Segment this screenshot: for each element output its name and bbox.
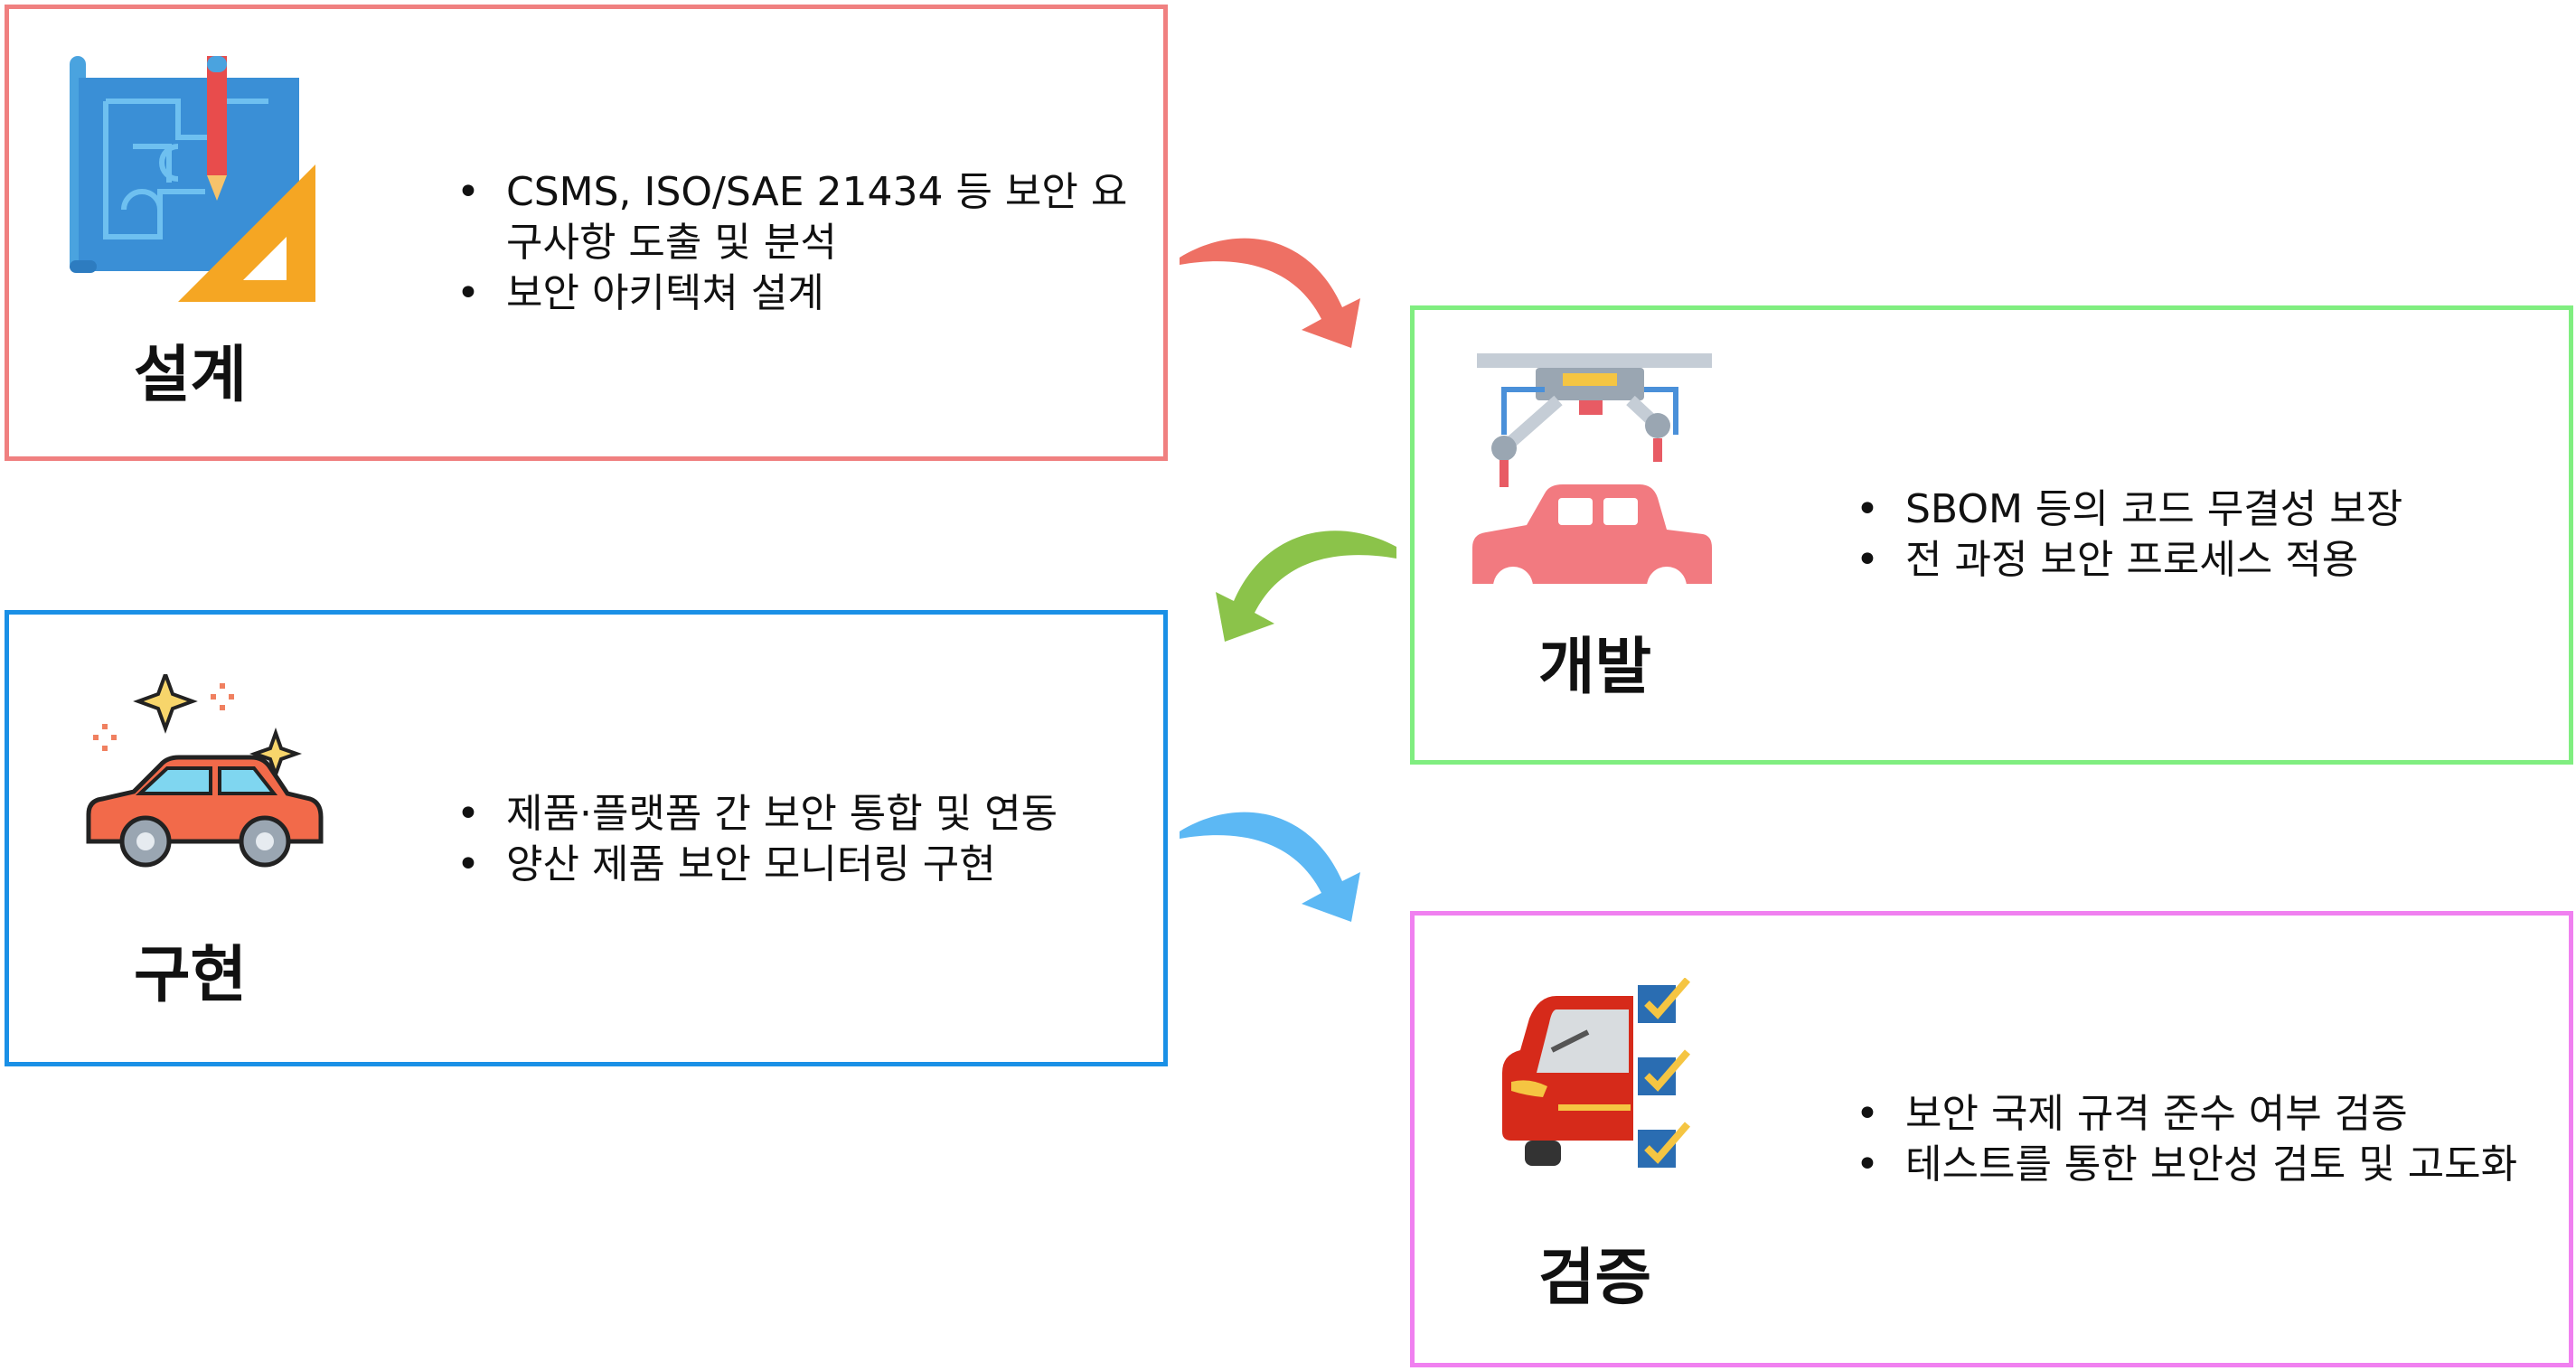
shiny-car-icon xyxy=(84,669,326,871)
development-stage-title: 개발 xyxy=(1538,632,1652,703)
verification-bullet-list: 보안 국제 규격 준수 여부 검증 테스트를 통한 보안성 검토 및 고도화 xyxy=(1856,1089,2561,1190)
list-item: 제품·플랫폼 간 보안 통합 및 연동 xyxy=(456,789,1161,840)
car-checklist-icon xyxy=(1502,977,1715,1186)
verification-stage-title: 검증 xyxy=(1538,1243,1652,1314)
verification-stage-box: 검증 보안 국제 규격 준수 여부 검증 테스트를 통한 보안성 검토 및 고도… xyxy=(1410,911,2573,1367)
implementation-stage-box: 구현 제품·플랫폼 간 보안 통합 및 연동 양산 제품 보안 모니터링 구현 xyxy=(5,610,1168,1066)
design-stage-title: 설계 xyxy=(134,340,248,411)
design-stage-box: 설계 CSMS, ISO/SAE 21434 등 보안 요구사항 도출 및 분석… xyxy=(5,5,1168,461)
list-item: 보안 아키텍쳐 설계 xyxy=(456,268,1143,319)
implementation-stage-title: 구현 xyxy=(134,940,248,1011)
implementation-bullet-list: 제품·플랫폼 간 보안 통합 및 연동 양산 제품 보안 모니터링 구현 xyxy=(456,789,1161,890)
design-bullet-list: CSMS, ISO/SAE 21434 등 보안 요구사항 도출 및 분석 보안… xyxy=(456,167,1143,319)
list-item: 보안 국제 규격 준수 여부 검증 xyxy=(1856,1089,2561,1140)
list-item: CSMS, ISO/SAE 21434 등 보안 요구사항 도출 및 분석 xyxy=(456,167,1143,268)
development-stage-box: 개발 SBOM 등의 코드 무결성 보장 전 과정 보안 프로세스 적용 xyxy=(1410,305,2573,765)
car-assembly-robot-icon xyxy=(1472,353,1716,606)
arrow-implementation-to-verification xyxy=(1175,795,1392,934)
list-item: 양산 제품 보안 모니터링 구현 xyxy=(456,840,1161,890)
list-item: SBOM 등의 코드 무결성 보장 xyxy=(1856,484,2561,535)
list-item: 전 과정 보안 프로세스 적용 xyxy=(1856,535,2561,586)
arrow-development-to-implementation xyxy=(1184,515,1401,654)
arrow-design-to-development xyxy=(1175,221,1392,361)
list-item: 테스트를 통한 보안성 검토 및 고도화 xyxy=(1856,1140,2561,1190)
development-bullet-list: SBOM 등의 코드 무결성 보장 전 과정 보안 프로세스 적용 xyxy=(1856,484,2561,586)
blueprint-icon xyxy=(70,56,315,302)
